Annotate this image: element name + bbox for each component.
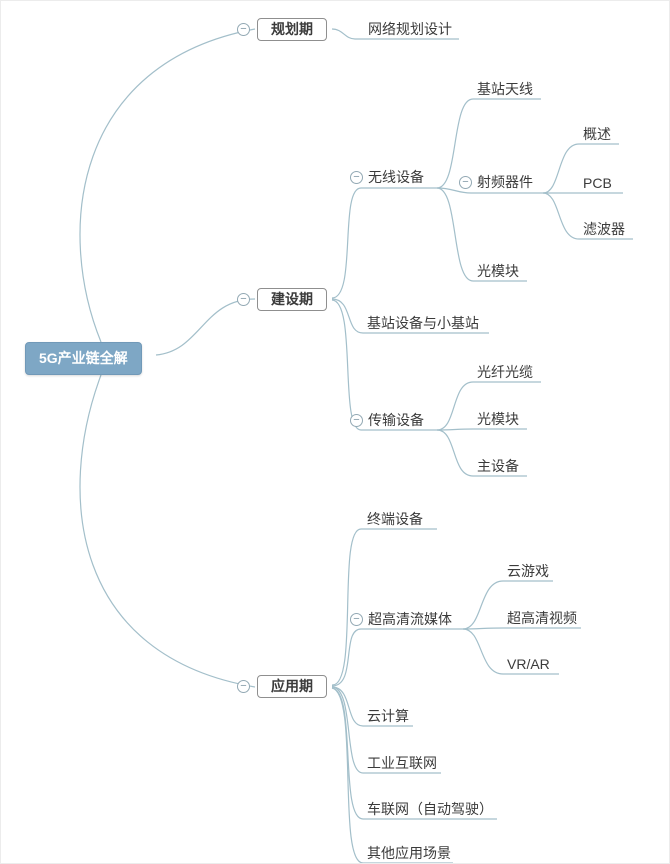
topic-optical-fiber-cable[interactable]: 光纤光缆 (477, 364, 533, 380)
topic-network-planning-design[interactable]: 网络规划设计 (368, 21, 452, 37)
topic-application[interactable]: 应用期 (257, 675, 327, 698)
connector (331, 528, 437, 686)
topic-planning[interactable]: 规划期 (257, 18, 327, 41)
topic-optical-module-wireless[interactable]: 光模块 (477, 263, 519, 279)
topic-cloud-gaming[interactable]: 云游戏 (507, 563, 549, 579)
topic-optical-module-transmission[interactable]: 光模块 (477, 411, 519, 427)
topic-pcb[interactable]: PCB (583, 175, 612, 191)
collapse-icon[interactable]: − (237, 680, 250, 693)
topic-main-equipment[interactable]: 主设备 (477, 458, 519, 474)
topic-rf-components[interactable]: 射频器件 (477, 174, 533, 190)
topic-wireless-equipment[interactable]: 无线设备 (368, 169, 424, 185)
topic-uhd-streaming[interactable]: 超高清流媒体 (368, 611, 452, 627)
topic-other-scenarios[interactable]: 其他应用场景 (367, 845, 451, 861)
topic-vr-ar[interactable]: VR/AR (507, 656, 550, 672)
topic-base-station-antenna[interactable]: 基站天线 (477, 81, 533, 97)
collapse-icon[interactable]: − (350, 414, 363, 427)
collapse-icon[interactable]: − (237, 23, 250, 36)
collapse-icon[interactable]: − (350, 171, 363, 184)
topic-terminal-equipment[interactable]: 终端设备 (367, 511, 423, 527)
topic-filter[interactable]: 滤波器 (583, 221, 625, 237)
connector (79, 374, 256, 688)
connector (462, 627, 581, 630)
topic-construction[interactable]: 建设期 (257, 288, 327, 311)
topic-transmission-equipment[interactable]: 传输设备 (368, 412, 424, 428)
connector (79, 28, 256, 343)
connector (331, 628, 463, 687)
root-topic[interactable]: 5G产业链全解 (25, 342, 142, 375)
connector (436, 428, 527, 431)
connector (155, 298, 256, 356)
topic-iov-autonomous-driving[interactable]: 车联网（自动驾驶） (367, 801, 493, 817)
collapse-icon[interactable]: − (237, 293, 250, 306)
topic-cloud-computing[interactable]: 云计算 (367, 708, 409, 724)
collapse-icon[interactable]: − (350, 613, 363, 626)
topic-base-station-equipment[interactable]: 基站设备与小基站 (367, 315, 479, 331)
topic-overview[interactable]: 概述 (583, 126, 611, 142)
topic-uhd-video[interactable]: 超高清视频 (507, 610, 577, 626)
connector (331, 187, 437, 299)
topic-industrial-internet[interactable]: 工业互联网 (367, 755, 437, 771)
collapse-icon[interactable]: − (459, 176, 472, 189)
